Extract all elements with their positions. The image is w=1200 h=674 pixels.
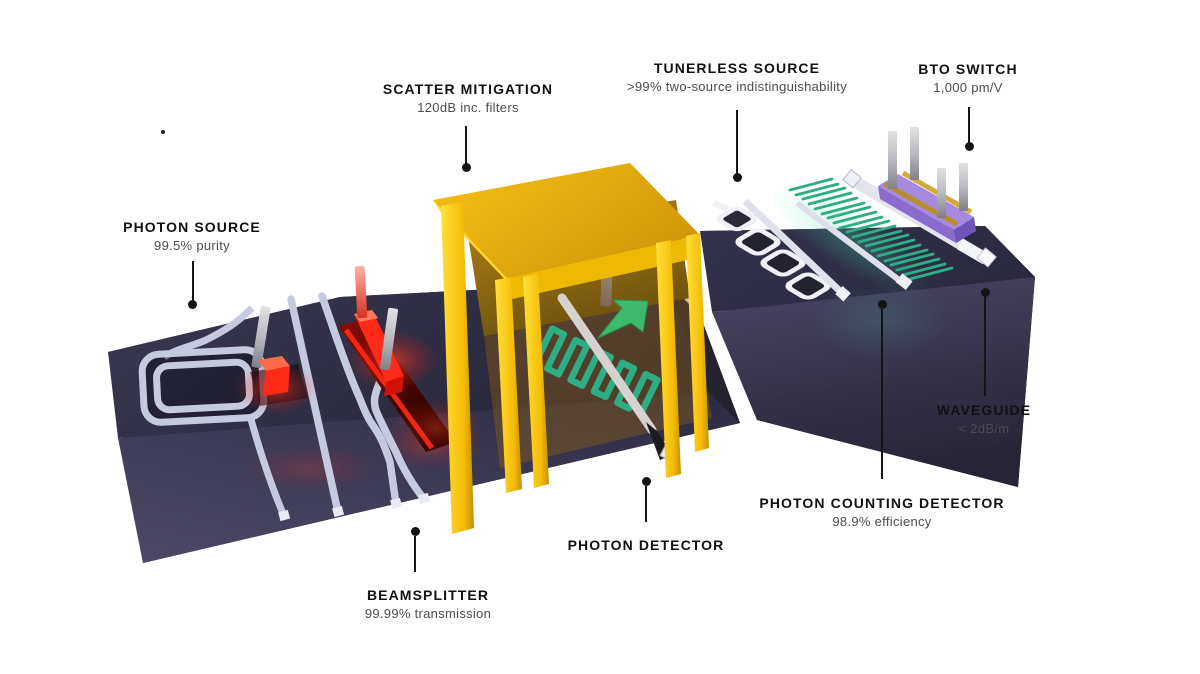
waveguide-facet: [278, 509, 291, 522]
comb-fingers: [788, 177, 954, 281]
straight-waveguide: [287, 295, 342, 516]
leader-dot-tunerless-source: [733, 173, 742, 182]
waveguide-facet: [835, 285, 851, 302]
comb-glow-front: [810, 280, 950, 360]
source-bar: [354, 310, 404, 382]
leader-dot-photon-source: [188, 300, 197, 309]
label-subtitle: 1,000 pm/V: [933, 80, 1003, 95]
shield-leg: [656, 240, 681, 478]
label-waveguide: WAVEGUIDE < 2dB/m: [937, 402, 1031, 436]
label-beamsplitter: BEAMSPLITTER 99.99% transmission: [365, 587, 491, 621]
label-title: BTO SWITCH: [918, 61, 1018, 77]
waveguide-facet: [390, 497, 403, 510]
beamsplitter-waveguides: [287, 292, 428, 516]
label-title: PHOTON COUNTING DETECTOR: [759, 495, 1005, 511]
right-chip: [700, 127, 1035, 487]
shield-fascia-front: [507, 235, 701, 300]
source-cube-top: [258, 356, 290, 371]
shield-top-face: [433, 163, 700, 278]
bus-waveguide-bar: [742, 198, 846, 297]
tunerless-bus-waveguide: [742, 198, 851, 302]
bto-pin: [910, 127, 919, 180]
leader-dot-waveguide: [981, 288, 990, 297]
right-chip-front-face: [712, 277, 1035, 487]
probe-bar: [557, 293, 657, 435]
bto-pin: [959, 163, 968, 211]
leader-dot-beamsplitter: [411, 527, 420, 536]
shield-wall-left: [441, 202, 474, 534]
leader-dot-bto-switch: [965, 142, 974, 151]
detector-arrow-icon: [597, 299, 649, 339]
bto-slab-end: [954, 217, 976, 243]
label-photon-counting-detector: PHOTON COUNTING DETECTOR 98.9% efficienc…: [759, 495, 1004, 529]
coupler-waveguide-a: [318, 292, 400, 508]
label-subtitle: < 2dB/m: [958, 421, 1010, 436]
waveguide-facet: [895, 273, 913, 291]
shield-leg: [686, 233, 709, 452]
spiral-delay-loop: [138, 305, 288, 518]
counting-detector-comb: [788, 177, 954, 291]
leader-line-waveguide: [983, 296, 987, 396]
label-subtitle: 99.5% purity: [154, 238, 230, 253]
bto-switch-3d: [878, 127, 976, 243]
label-tunerless-source: TUNERLESS SOURCE >99% two-source indisti…: [627, 60, 847, 94]
shield-leg: [523, 274, 549, 488]
label-scatter-mitigation: SCATTER MITIGATION 120dB inc. filters: [383, 81, 553, 115]
leader-dot-photon-counting-detector: [878, 300, 887, 309]
label-title: PHOTON DETECTOR: [567, 537, 725, 553]
leader-line-photon-source: [191, 261, 194, 303]
speck: [161, 130, 165, 134]
label-subtitle: >99% two-source indistinguishability: [627, 79, 847, 94]
source-cube-front: [263, 366, 290, 396]
source-bar-front: [384, 376, 404, 396]
bto-slab-front: [878, 186, 956, 243]
waveguide-facet: [976, 247, 997, 268]
ring-resonator: [716, 206, 758, 232]
ring-resonator: [785, 272, 831, 300]
label-title: SCATTER MITIGATION: [382, 81, 554, 97]
photon-source-1: [234, 305, 318, 414]
leader-line-photon-counting-detector: [880, 309, 884, 479]
leader-line-beamsplitter: [413, 536, 417, 572]
leader-line-scatter-mitigation: [465, 126, 468, 165]
bto-pin: [888, 131, 897, 189]
ring-coupler-stub: [711, 200, 730, 212]
loop-output-waveguide: [246, 415, 288, 518]
ring-resonator: [760, 249, 806, 277]
leader-line-tunerless-source: [735, 110, 739, 174]
ring-resonator: [735, 228, 781, 256]
bto-slab-top: [878, 174, 974, 230]
leader-dot-photon-detector: [642, 477, 651, 486]
label-title: TUNERLESS SOURCE: [653, 60, 821, 76]
label-title: BEAMSPLITTER: [366, 587, 490, 603]
source-pin: [251, 305, 271, 369]
label-subtitle: 98.9% efficiency: [832, 514, 932, 529]
leader-line-bto-switch: [967, 107, 971, 144]
leader-line-photon-detector: [644, 486, 648, 522]
slope-glow: [240, 444, 380, 492]
ring-resonators: [711, 200, 831, 300]
bto-pin: [937, 168, 946, 218]
source-pin: [379, 307, 399, 371]
label-title: PHOTON SOURCE: [123, 219, 261, 235]
waveguide-facet: [418, 492, 431, 505]
label-subtitle: 99.99% transmission: [364, 606, 492, 621]
left-chip-front-slope: [118, 393, 740, 563]
shield-leg: [495, 277, 522, 493]
label-subtitle: 120dB inc. filters: [417, 100, 519, 115]
leader-dot-scatter-mitigation: [461, 163, 471, 172]
waveguide-facet: [842, 168, 862, 189]
label-title: WAVEGUIDE: [936, 402, 1032, 418]
label-photon-detector: PHOTON DETECTOR: [568, 537, 725, 556]
shield-box: [433, 163, 712, 534]
coupler-waveguide-b: [370, 375, 428, 503]
source-red-pin: [354, 265, 368, 319]
waveguide-facet: [332, 505, 345, 518]
label-bto-switch: BTO SWITCH 1,000 pm/V: [918, 61, 1017, 95]
label-photon-source: PHOTON SOURCE 99.5% purity: [123, 219, 261, 253]
comb-underlay-bar: [795, 200, 905, 286]
